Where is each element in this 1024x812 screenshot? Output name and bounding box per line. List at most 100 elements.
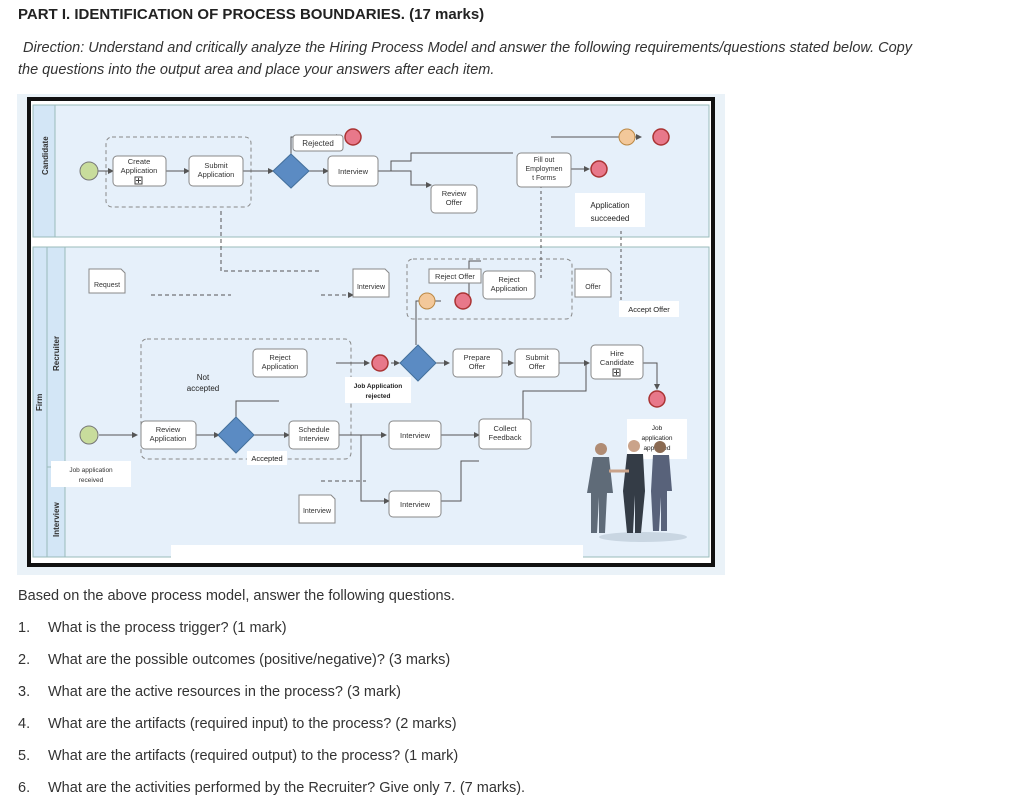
svg-text:Review: Review — [442, 189, 467, 198]
svg-text:succeeded: succeeded — [591, 214, 630, 223]
question-number: 1. — [18, 620, 31, 636]
task-collect-feedback: Collect Feedback — [478, 418, 532, 450]
task-interview-candidate: Interview — [327, 155, 379, 187]
task-reject-application-top: Reject Application — [482, 270, 536, 300]
start-event-candidate — [79, 161, 99, 181]
label-job-application-approved: Job application approved — [627, 419, 687, 459]
svg-text:Offer: Offer — [529, 362, 546, 371]
svg-text:Application: Application — [198, 170, 235, 179]
gateway-review-result — [217, 416, 255, 454]
lane-label-candidate: Candidate — [41, 136, 50, 175]
label-job-application-rejected: Job Application rejected — [345, 377, 411, 403]
svg-text:Request: Request — [94, 282, 120, 289]
offer-subprocess — [406, 258, 573, 320]
question-number: 5. — [18, 748, 31, 764]
task-hire-candidate: Hire Candidate — [590, 344, 644, 380]
svg-text:Submit: Submit — [204, 161, 228, 170]
task-reject-application-mid: Reject Application — [252, 348, 308, 378]
application-subprocess — [105, 136, 252, 208]
question-text: What are the artifacts (required input) … — [48, 716, 457, 732]
gateway-interview-result — [272, 153, 310, 189]
question-text: What are the possible outcomes (positive… — [48, 652, 451, 668]
question-number: 2. — [18, 652, 31, 668]
task-submit-application: Submit Application — [188, 155, 244, 187]
svg-text:Offer: Offer — [469, 362, 486, 371]
question-number: 4. — [18, 716, 31, 732]
direction-line-1: Direction: Understand and critically ana… — [23, 40, 912, 56]
svg-text:Interview: Interview — [400, 500, 431, 509]
task-prepare-offer: Prepare Offer — [452, 348, 503, 378]
svg-text:t Forms: t Forms — [532, 175, 556, 182]
direction-text: Direction: Understand and critically ana… — [18, 37, 1008, 81]
label-not-accepted: Not accepted — [187, 373, 219, 393]
svg-text:Interview: Interview — [400, 431, 431, 440]
question-number: 3. — [18, 684, 31, 700]
svg-text:Application: Application — [262, 362, 299, 371]
svg-text:Collect: Collect — [494, 424, 518, 433]
message-event-offer — [618, 128, 636, 146]
svg-text:Create: Create — [128, 157, 151, 166]
task-fill-out-forms: Fill out Employmen t Forms — [516, 152, 572, 188]
question-number: 6. — [18, 780, 31, 796]
end-event-reject-offer — [454, 292, 472, 310]
pool-label-firm: Firm — [35, 394, 44, 411]
svg-text:Not: Not — [197, 373, 210, 382]
end-event-forms — [590, 160, 608, 178]
svg-text:Prepare: Prepare — [464, 353, 491, 362]
label-accept-offer: Accept Offer — [619, 301, 679, 317]
svg-text:Employmen: Employmen — [526, 166, 563, 173]
svg-text:accepted: accepted — [187, 384, 219, 393]
message-event-reject-offer — [418, 292, 436, 310]
task-schedule-interview: Schedule Interview — [288, 420, 340, 450]
svg-text:Hire: Hire — [610, 349, 624, 358]
svg-text:Reject: Reject — [498, 275, 520, 284]
svg-text:Accepted: Accepted — [251, 454, 282, 463]
svg-text:Application: Application — [121, 166, 158, 175]
svg-text:Offer: Offer — [446, 198, 463, 207]
lane-label-recruiter: Recruiter — [52, 336, 61, 371]
end-event-job-rejected — [371, 354, 389, 372]
start-event-recruiter — [79, 425, 99, 445]
handshake-illustration — [587, 440, 687, 542]
svg-text:Fill out: Fill out — [534, 157, 555, 164]
doc-request: Request — [88, 268, 126, 294]
end-event-offer — [652, 128, 670, 146]
part-title: PART I. IDENTIFICATION OF PROCESS BOUNDA… — [18, 6, 485, 23]
candidate-lane-header — [32, 104, 56, 238]
caption-strip — [171, 545, 583, 559]
svg-text:received: received — [79, 477, 104, 484]
svg-text:Rejected: Rejected — [302, 139, 334, 148]
svg-text:Interview: Interview — [338, 167, 369, 176]
svg-text:Schedule: Schedule — [298, 425, 329, 434]
task-rejected: Rejected — [292, 134, 344, 152]
svg-text:Job Application: Job Application — [354, 383, 403, 390]
question-text: What are the active resources in the pro… — [48, 684, 401, 700]
task-submit-offer: Submit Offer — [514, 348, 560, 378]
doc-interview-bottom: Interview — [298, 494, 336, 524]
svg-text:Reject: Reject — [269, 353, 291, 362]
svg-text:Application: Application — [491, 284, 528, 293]
questions-intro: Based on the above process model, answer… — [18, 588, 455, 604]
svg-text:Interview: Interview — [357, 284, 386, 291]
sequence-flows — [98, 134, 660, 504]
svg-text:Submit: Submit — [525, 353, 549, 362]
svg-text:Offer: Offer — [585, 284, 601, 291]
svg-text:Job: Job — [652, 425, 663, 432]
svg-text:Reject Offer: Reject Offer — [435, 272, 475, 281]
end-event-rejected — [344, 128, 362, 146]
end-event-hired — [648, 390, 666, 408]
question-text: What are the artifacts (required output)… — [48, 748, 459, 764]
svg-text:Feedback: Feedback — [489, 433, 522, 442]
task-create-application: Create Application — [112, 155, 167, 187]
task-review-offer: Review Offer — [430, 184, 478, 214]
lane-label-interview: Interview — [52, 502, 61, 537]
task-review-application: Review Application — [140, 420, 197, 450]
direction-line-2: the questions into the output area and p… — [18, 62, 495, 78]
svg-text:Candidate: Candidate — [600, 358, 634, 367]
svg-text:application: application — [641, 435, 672, 442]
label-job-application-received: Job application received — [51, 461, 131, 487]
svg-text:Interview: Interview — [303, 508, 332, 515]
svg-text:Review: Review — [156, 425, 181, 434]
doc-interview: Interview — [352, 268, 390, 298]
task-interview-panel: Interview — [388, 490, 442, 518]
